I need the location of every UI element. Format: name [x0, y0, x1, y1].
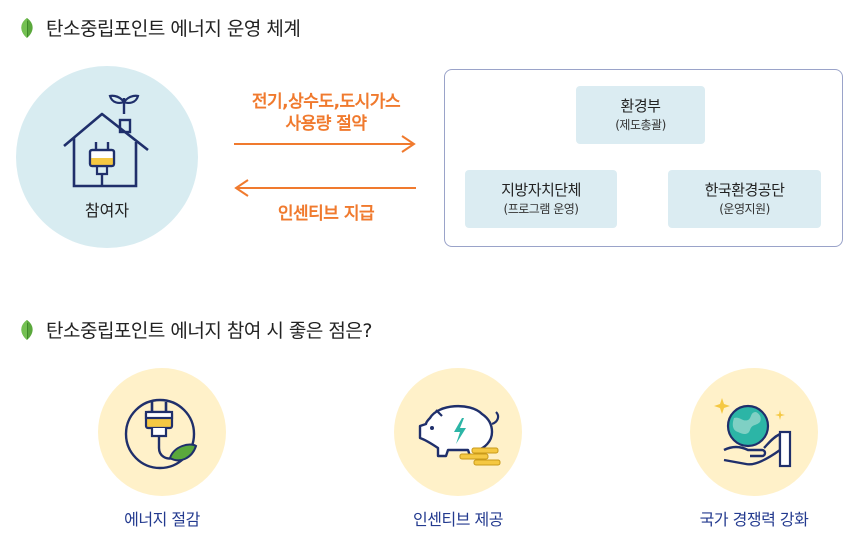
org-name: 한국환경공단	[704, 181, 785, 199]
house-plug-icon	[63, 94, 149, 188]
usage-saving-label: 전기,상수도,도시가스 사용량 절약	[226, 91, 426, 135]
org-korea-environment-corporation: 한국환경공단 (운영지원)	[668, 170, 821, 228]
org-ministry-of-environment: 환경부 (제도총괄)	[576, 86, 705, 144]
org-local-government: 지방자치단체 (프로그램 운영)	[465, 170, 617, 228]
section-title-text: 탄소중립포인트 에너지 운영 체계	[46, 18, 301, 40]
section-title-benefits: 탄소중립포인트 에너지 참여 시 좋은 점은?	[16, 316, 372, 343]
arrow-to-organizations	[234, 135, 416, 153]
plug-leaf-icon	[124, 398, 198, 470]
org-role: (제도총괄)	[615, 118, 666, 132]
benefit-competitiveness-label: 국가 경쟁력 강화	[699, 510, 809, 529]
benefit-incentive-label: 인센티브 제공	[413, 510, 503, 529]
arrow-to-participant	[234, 179, 416, 197]
section-title-text: 탄소중립포인트 에너지 참여 시 좋은 점은?	[46, 320, 372, 342]
leaf-icon	[21, 319, 33, 340]
usage-saving-line2: 사용량 절약	[285, 114, 367, 134]
usage-saving-line1: 전기,상수도,도시가스	[251, 92, 401, 112]
benefit-energy-saving-label: 에너지 절감	[124, 510, 200, 529]
participant-label: 참여자	[84, 201, 130, 220]
globe-hand-icon	[714, 398, 792, 468]
leaf-icon	[21, 17, 33, 38]
section-title-operation: 탄소중립포인트 에너지 운영 체계	[16, 14, 301, 41]
org-role: (운영지원)	[719, 202, 770, 216]
incentive-payment-label: 인센티브 지급	[277, 204, 375, 224]
org-role: (프로그램 운영)	[503, 202, 579, 216]
org-name: 지방자치단체	[501, 181, 581, 199]
piggy-bank-icon	[418, 404, 501, 466]
org-name: 환경부	[620, 97, 661, 115]
